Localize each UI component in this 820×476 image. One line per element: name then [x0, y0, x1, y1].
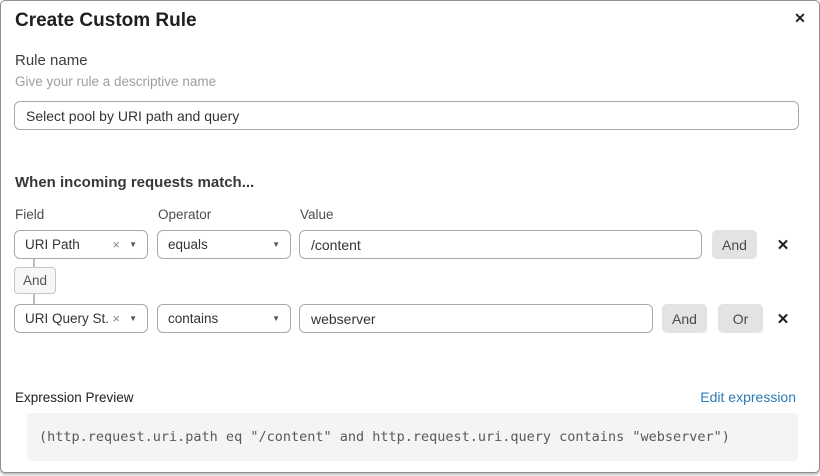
clear-icon[interactable]: ×	[112, 311, 121, 326]
chevron-down-icon: ▼	[129, 240, 137, 249]
close-icon[interactable]: ✕	[794, 9, 806, 26]
match-section-heading: When incoming requests match...	[15, 174, 255, 191]
field-select-row2[interactable]: URI Query St... × ▼	[14, 304, 148, 333]
chevron-down-icon: ▼	[272, 240, 280, 249]
rule-name-input[interactable]	[14, 101, 799, 130]
chevron-down-icon: ▼	[129, 314, 137, 323]
rule-name-field-wrap	[14, 101, 799, 130]
or-button-row2[interactable]: Or	[718, 304, 763, 333]
connector-line-top	[33, 259, 35, 268]
expression-preview-box: (http.request.uri.path eq "/content" and…	[27, 413, 798, 461]
operator-select-row1-value: equals	[168, 237, 208, 252]
field-column-label: Field	[15, 207, 45, 222]
and-button-row1[interactable]: And	[712, 230, 757, 259]
connector-line-bottom	[33, 293, 35, 305]
value-field-row1-wrap	[299, 230, 702, 259]
field-select-row1-value: URI Path	[25, 237, 80, 252]
delete-row1-icon[interactable]: ✕	[776, 236, 790, 254]
clear-icon[interactable]: ×	[112, 237, 121, 252]
expression-code: (http.request.uri.path eq "/content" and…	[39, 429, 730, 445]
delete-row2-icon[interactable]: ✕	[776, 310, 790, 328]
value-column-label: Value	[300, 207, 334, 222]
operator-column-label: Operator	[158, 207, 212, 222]
operator-select-row2[interactable]: contains ▼	[157, 304, 291, 333]
and-button-row2[interactable]: And	[662, 304, 707, 333]
value-input-row1[interactable]	[299, 230, 702, 259]
chevron-down-icon: ▼	[272, 314, 280, 323]
rule-name-label: Rule name	[15, 52, 88, 69]
connector-and-chip: And	[14, 267, 56, 294]
operator-select-row1[interactable]: equals ▼	[157, 230, 291, 259]
edit-expression-link[interactable]: Edit expression	[700, 389, 796, 405]
operator-select-row2-value: contains	[168, 311, 219, 326]
value-input-row2[interactable]	[299, 304, 653, 333]
value-field-row2-wrap	[299, 304, 653, 333]
rule-name-description: Give your rule a descriptive name	[15, 74, 217, 89]
expression-preview-label: Expression Preview	[15, 390, 134, 405]
modal-title: Create Custom Rule	[15, 10, 197, 31]
field-select-row2-value: URI Query St...	[25, 311, 109, 326]
field-select-row1[interactable]: URI Path × ▼	[14, 230, 148, 259]
